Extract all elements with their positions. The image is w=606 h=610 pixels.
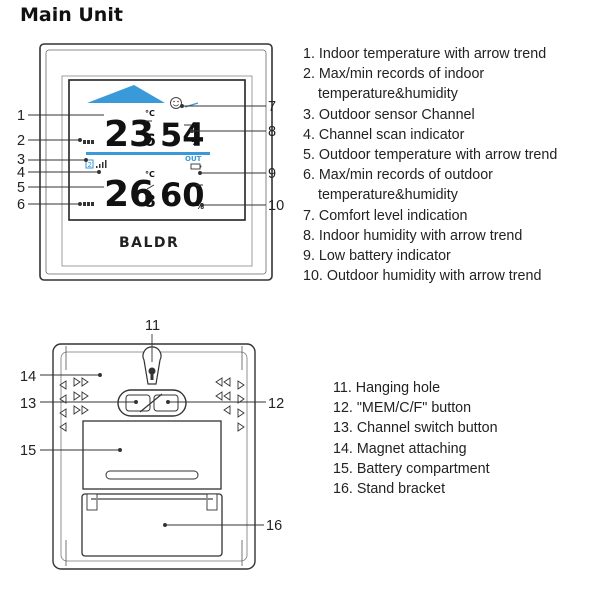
brand-logo: BALDR <box>119 235 179 251</box>
back-unit-diagram <box>52 343 256 570</box>
channel-number: 2 <box>88 161 92 169</box>
callout-15: 15 <box>20 443 36 459</box>
legend-item: 9. Low battery indicator <box>303 248 451 265</box>
outdoor-temp-unit: °C <box>145 170 155 179</box>
front-panel <box>61 75 253 267</box>
signal-scan-icon <box>96 160 107 168</box>
legend-item: 8. Indoor humidity with arrow trend <box>303 227 523 244</box>
callout-9: 9 <box>268 166 276 182</box>
callout-8: 8 <box>268 124 276 140</box>
house-roof-icon <box>87 85 165 103</box>
outdoor-temp-trend-icon <box>146 184 155 190</box>
outdoor-humidity-value: 60 <box>160 176 205 214</box>
callout-10: 10 <box>268 198 284 214</box>
hanging-hole <box>142 346 162 385</box>
mem-c-f-button[interactable] <box>153 394 179 412</box>
low-battery-icon <box>190 163 202 170</box>
callout-6: 6 <box>17 197 25 213</box>
callout-16: 16 <box>266 518 282 534</box>
legend-item: 14. Magnet attaching <box>333 440 467 457</box>
outdoor-temp-value: 26 <box>104 174 154 215</box>
outdoor-memory-icon <box>83 202 94 206</box>
page-title: Main Unit <box>20 4 123 26</box>
indoor-humidity-unit: % <box>191 138 199 147</box>
legend-item: 16. Stand bracket <box>333 481 446 498</box>
section-divider <box>86 152 210 155</box>
front-bezel <box>45 49 267 275</box>
legend-item: 6. Max/min records of outdoor <box>303 167 493 184</box>
legend-item: 15. Battery compartment <box>333 460 490 477</box>
legend-front: 1. Indoor temperature with arrow trend 2… <box>303 44 557 286</box>
battery-cover-tab <box>105 470 199 480</box>
channel-icon <box>85 159 94 169</box>
legend-item-continued: temperature&humidity <box>318 187 458 204</box>
legend-item-continued: temperature&humidity <box>318 86 458 103</box>
callout-5: 5 <box>17 180 25 196</box>
legend-item: 1. Indoor temperature with arrow trend <box>303 46 547 62</box>
callout-4: 4 <box>17 165 25 181</box>
legend-item: 4. Channel scan indicator <box>303 126 465 143</box>
legend-item: 2. Max/min records of indoor <box>303 66 485 83</box>
callout-12: 12 <box>268 396 284 412</box>
indoor-humidity-value: 54 <box>160 116 205 154</box>
magnet-marks <box>59 377 245 432</box>
callout-3: 3 <box>17 152 25 168</box>
indoor-temp-unit: °C <box>145 109 155 118</box>
callout-13: 13 <box>20 396 36 412</box>
channel-switch-button[interactable] <box>125 394 151 412</box>
outdoor-label: OUT <box>185 155 202 163</box>
legend-item: 13. Channel switch button <box>333 420 498 437</box>
indoor-temp-decimal: 6 <box>144 131 156 151</box>
legend-item: 12. "MEM/C/F" button <box>333 400 472 417</box>
legend-item: 10. Outdoor humidity with arrow trend <box>303 268 542 285</box>
indoor-memory-icon <box>83 140 94 144</box>
outdoor-humidity-unit: % <box>196 202 204 211</box>
legend-item: 7. Comfort level indication <box>303 207 468 224</box>
callout-2: 2 <box>17 133 25 149</box>
comfort-face-icon <box>170 97 182 109</box>
callout-11: 11 <box>145 318 160 334</box>
legend-back: 11. Hanging hole 12. "MEM/C/F" button 13… <box>333 378 498 499</box>
legend-item: 5. Outdoor temperature with arrow trend <box>303 147 558 164</box>
callout-1: 1 <box>17 108 25 124</box>
callout-14: 14 <box>20 369 36 385</box>
lcd-screen <box>68 79 246 221</box>
legend-item: 11. Hanging hole <box>333 380 441 396</box>
legend-item: 3. Outdoor sensor Channel <box>303 106 475 123</box>
outdoor-temp-decimal: 8 <box>144 192 156 212</box>
callout-7: 7 <box>268 99 276 115</box>
